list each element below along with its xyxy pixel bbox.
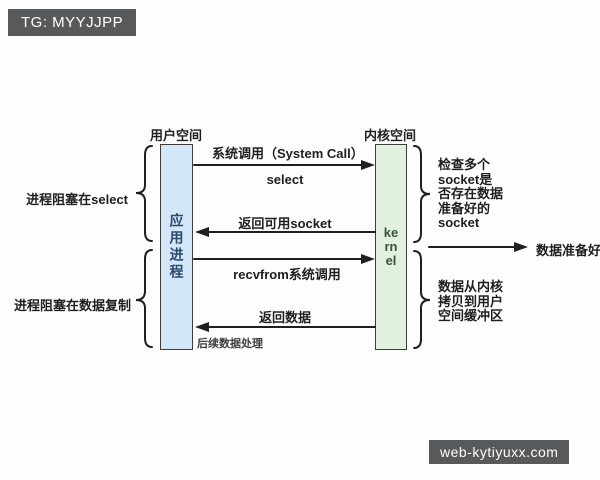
note-copy-data: 数据从内核 拷贝到用户 空间缓冲区 (438, 279, 504, 323)
app-process-bar-label: 应用进程 (168, 213, 185, 281)
note-block-copy: 进程阻塞在数据复制 (14, 298, 132, 313)
note-block-select: 进程阻塞在select (26, 192, 128, 207)
right-brace-copy (413, 250, 431, 349)
select-label: select (266, 172, 304, 187)
followup-label: 后续数据处理 (197, 338, 263, 350)
kernel-space-label: 内核空间 (363, 128, 416, 143)
kernel-bar-label: ke rn el (383, 225, 399, 268)
right-brace-check (413, 145, 431, 243)
return-data-label: 返回数据 (258, 310, 311, 325)
kernel-bar: ke rn el (375, 144, 407, 350)
user-space-label: 用户空间 (149, 128, 202, 143)
note-check-sockets: 检查多个 socket是 否存在数据 准备好的 socket (438, 157, 504, 230)
left-brace-copy (135, 249, 153, 348)
recvfrom-label: recvfrom系统调用 (233, 267, 341, 282)
data-ready-label: 数据准备好 (536, 243, 600, 258)
return-socket-label: 返回可用socket (238, 216, 332, 231)
syscall-label: 系统调用（System Call） (212, 146, 364, 161)
app-process-bar: 应用进程 (160, 144, 193, 350)
watermark-bottom-badge: web-kytiyuxx.com (429, 440, 570, 464)
watermark-top-badge: TG: MYYJJPP (8, 9, 137, 36)
left-brace-select (135, 145, 153, 242)
